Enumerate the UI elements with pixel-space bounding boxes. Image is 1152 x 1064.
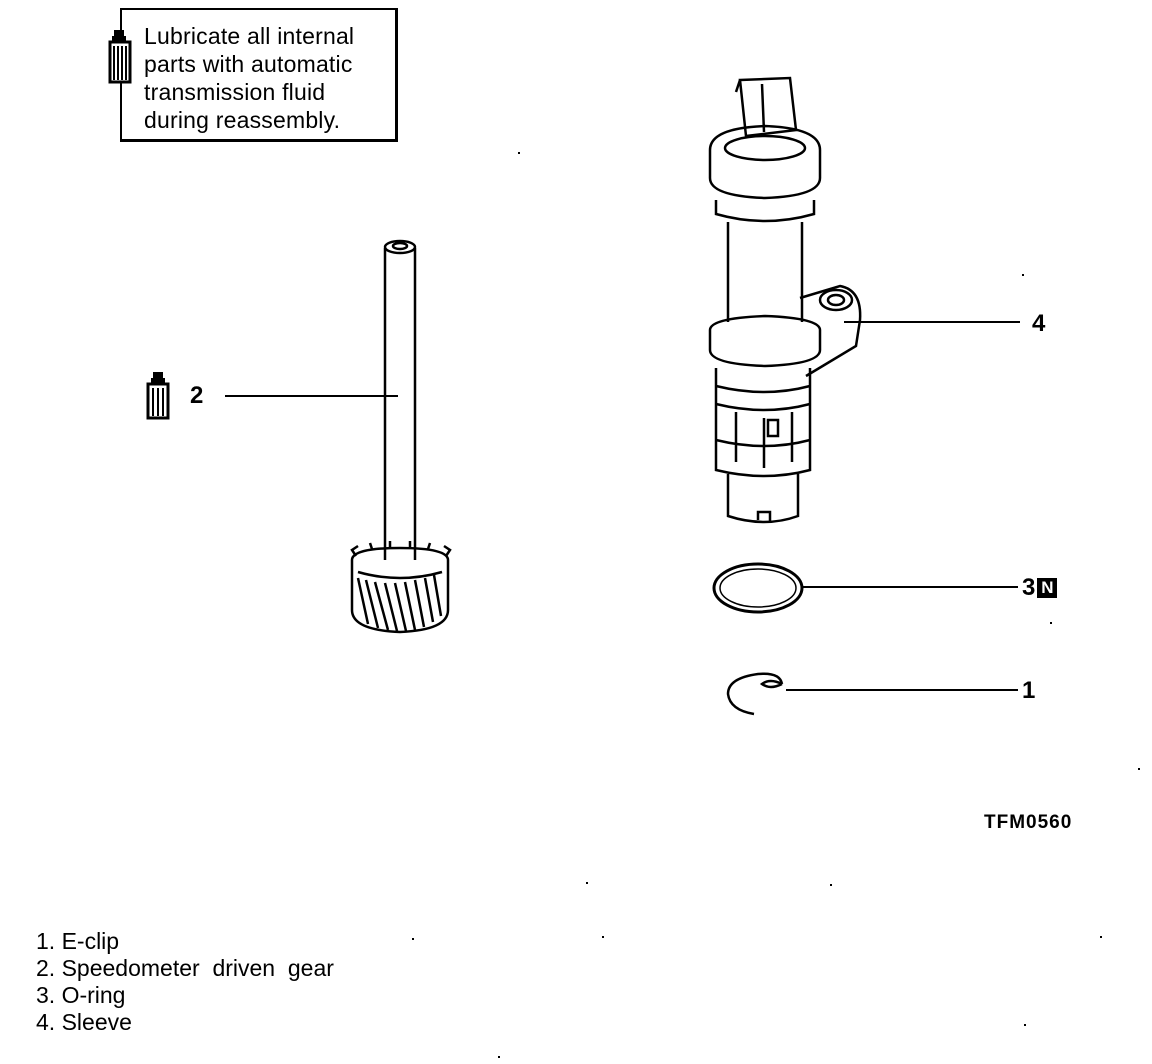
legend-item-o-ring: 3. O-ring [36,982,126,1008]
callout-1: 1 [1022,677,1036,704]
legend-item-e-clip: 1. E-clip [36,928,120,954]
lubrication-note-text: Lubricate all internal parts with automa… [144,23,355,133]
figure-code: TFM0560 [984,812,1073,833]
lubrication-note: Lubricate all internal parts with automa… [108,8,398,142]
fluid-bottle-icon [108,30,132,84]
callout-4: 4 [1032,310,1046,337]
lubricate-icon-callout-2 [146,372,170,420]
legend-item-sleeve: 4. Sleeve [36,1009,132,1035]
sleeve-part [708,76,862,524]
new-part-badge: N [1037,578,1058,598]
o-ring-part [712,562,804,614]
callout-3-number: 3 [1022,574,1036,601]
legend-item-speedometer-driven-gear: 2. Speedometer driven gear [36,955,334,981]
parts-legend: 1. E-clip 2. Speedometer driven gear 3. … [36,928,334,1036]
callout-2: 2 [190,382,204,409]
e-clip-part [726,672,784,716]
speedometer-driven-gear-part [350,239,452,634]
